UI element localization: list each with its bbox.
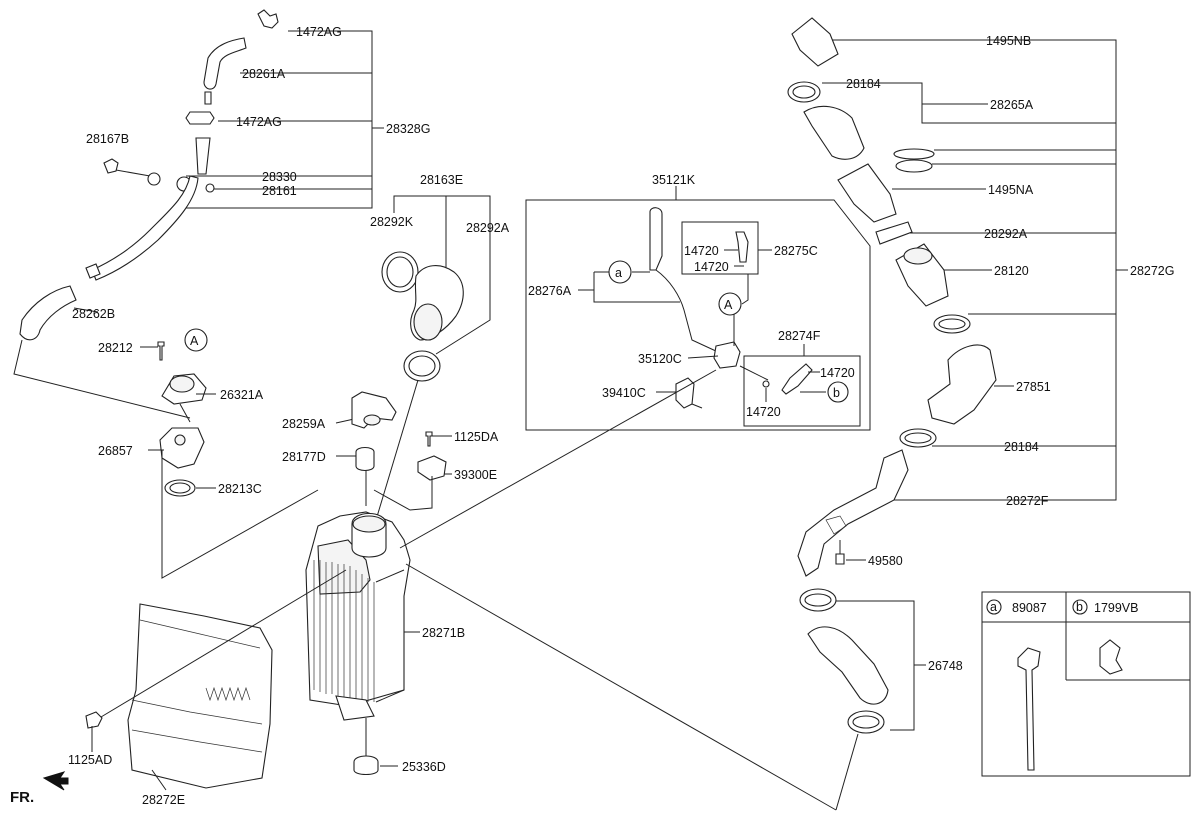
intake-hose-group bbox=[375, 195, 491, 521]
part-label: 14720 bbox=[684, 244, 719, 258]
part-label: 28272F bbox=[1006, 494, 1049, 508]
part-label: 1495NA bbox=[988, 183, 1034, 197]
part-label: 26748 bbox=[928, 659, 963, 673]
callout-b1: b bbox=[833, 386, 840, 400]
part-label: 28275C bbox=[774, 244, 818, 258]
part-label: 28330 bbox=[262, 170, 297, 184]
part-label: 1125AD bbox=[68, 753, 112, 767]
part-label: 28292A bbox=[984, 227, 1028, 241]
legend-b-letter: b bbox=[1076, 600, 1083, 614]
front-indicator: FR. bbox=[10, 789, 34, 806]
part-label: 26857 bbox=[98, 444, 133, 458]
part-label: 28184 bbox=[846, 77, 881, 91]
callout-circle-b1 bbox=[827, 381, 849, 403]
part-label: 35121K bbox=[652, 173, 696, 187]
callout-circle-A1 bbox=[184, 328, 208, 352]
part-label: 28120 bbox=[994, 264, 1029, 278]
part-label: 14720 bbox=[746, 405, 781, 419]
lower-hose-group bbox=[405, 563, 926, 811]
part-label: 14720 bbox=[820, 366, 855, 380]
part-label: 28177D bbox=[282, 450, 326, 464]
part-label: 25336D bbox=[402, 760, 446, 774]
part-label: 1495NB bbox=[986, 34, 1031, 48]
part-label: 28261A bbox=[242, 67, 286, 81]
part-label: 28213C bbox=[218, 482, 262, 496]
part-label: 28274F bbox=[778, 329, 821, 343]
part-label: 1472AG bbox=[296, 25, 342, 39]
part-label: 28292K bbox=[370, 215, 414, 229]
part-label: 28163E bbox=[420, 173, 463, 187]
part-label: 28167B bbox=[86, 132, 129, 146]
part-label: 28328G bbox=[386, 122, 430, 136]
part-label: 28259A bbox=[282, 417, 326, 431]
callout-circle-a1 bbox=[608, 260, 632, 284]
part-label: 49580 bbox=[868, 554, 903, 568]
part-label: 28265A bbox=[990, 98, 1034, 112]
part-label: 28271B bbox=[422, 626, 465, 640]
coolant-hose-group bbox=[13, 9, 384, 419]
turbo-hose-group bbox=[787, 17, 1128, 577]
callout-a1: a bbox=[615, 266, 622, 280]
part-label: 35120C bbox=[638, 352, 682, 366]
part-label: 39410C bbox=[602, 386, 646, 400]
part-label: 28272G bbox=[1130, 264, 1174, 278]
actuator-group bbox=[140, 341, 319, 579]
front-arrow-icon bbox=[42, 771, 69, 791]
part-label: 28272E bbox=[142, 793, 185, 807]
part-label: 28161 bbox=[262, 184, 297, 198]
part-label: 1125DA bbox=[454, 430, 499, 444]
part-label: 27851 bbox=[1016, 380, 1051, 394]
part-label: 28262B bbox=[72, 307, 115, 321]
part-label: 28292A bbox=[466, 221, 510, 235]
callout-circle-A2 bbox=[718, 292, 742, 316]
part-label: 28276A bbox=[528, 284, 572, 298]
legend-b-part: 1799VB bbox=[1094, 601, 1138, 615]
legend-a-part: 89087 bbox=[1012, 601, 1047, 615]
callout-A2: A bbox=[724, 298, 733, 312]
legend-a-letter: a bbox=[990, 600, 997, 614]
part-label: 1472AG bbox=[236, 115, 282, 129]
intercooler bbox=[305, 511, 420, 776]
part-label: 28212 bbox=[98, 341, 133, 355]
bracket-sensor-group bbox=[335, 391, 452, 511]
legend-table bbox=[981, 591, 1191, 777]
vacuum-box bbox=[399, 186, 871, 549]
callout-A1: A bbox=[190, 334, 199, 348]
air-duct bbox=[85, 569, 347, 791]
part-label: 39300E bbox=[454, 468, 497, 482]
part-label: 26321A bbox=[220, 388, 264, 402]
part-label: 28184 bbox=[1004, 440, 1039, 454]
part-label: 14720 bbox=[694, 260, 729, 274]
